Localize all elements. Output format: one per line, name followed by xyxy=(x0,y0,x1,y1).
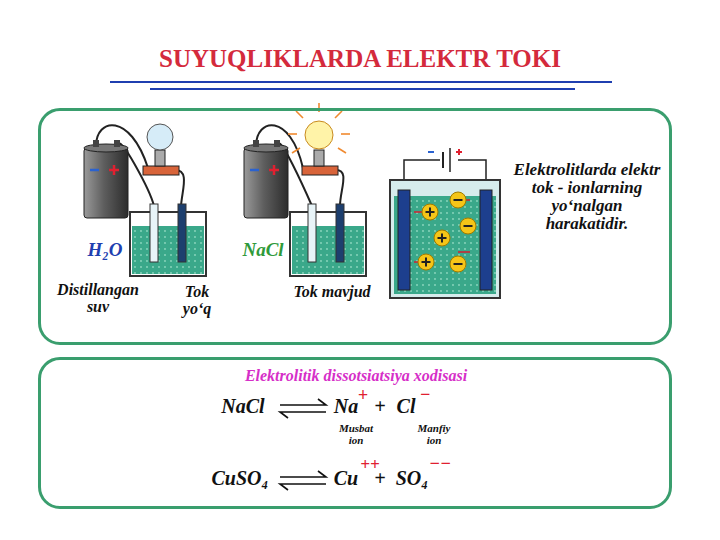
ion xyxy=(422,204,438,220)
formula: + xyxy=(372,396,388,417)
caption: Tok yo‘q xyxy=(172,284,222,318)
ion xyxy=(418,254,434,270)
title-rule xyxy=(110,81,612,83)
ion xyxy=(450,192,466,208)
ion xyxy=(434,230,450,246)
title: SUYUQLIKLARDA ELEKTR TOKI xyxy=(0,46,720,72)
caption: Distillangan suv xyxy=(48,282,148,316)
ion-cell xyxy=(390,148,500,298)
formula: Na xyxy=(331,396,361,417)
formula: NaCl xyxy=(236,240,290,260)
charge: −− xyxy=(428,454,452,473)
formula: CuSO₄ xyxy=(200,468,280,489)
caption: Manfiy ion xyxy=(411,423,457,446)
formula: + xyxy=(372,468,388,489)
caption: Musbat ion xyxy=(333,423,379,446)
equilibrium-arrows xyxy=(280,399,326,490)
caption: Tok mavjud xyxy=(292,284,372,301)
title-rule xyxy=(150,88,575,90)
ion xyxy=(450,256,466,272)
charge: − xyxy=(417,385,433,404)
statement: Elektrolitlarda elektr tok - ionlarning … xyxy=(511,161,663,232)
formula: NaCl xyxy=(210,396,276,417)
section-heading: Elektrolitik dissotsiatsiya xodisasi xyxy=(41,368,671,385)
ion-group xyxy=(418,192,476,272)
panel: Elektrolitlarda elektr tok - ionlarning … xyxy=(38,108,672,345)
formula: Cl xyxy=(393,396,419,417)
charge: + xyxy=(356,386,370,405)
ion xyxy=(460,218,476,234)
formula: H₂O xyxy=(80,240,130,260)
formula: Cu xyxy=(331,468,361,489)
formula: SO₄ xyxy=(390,468,434,489)
